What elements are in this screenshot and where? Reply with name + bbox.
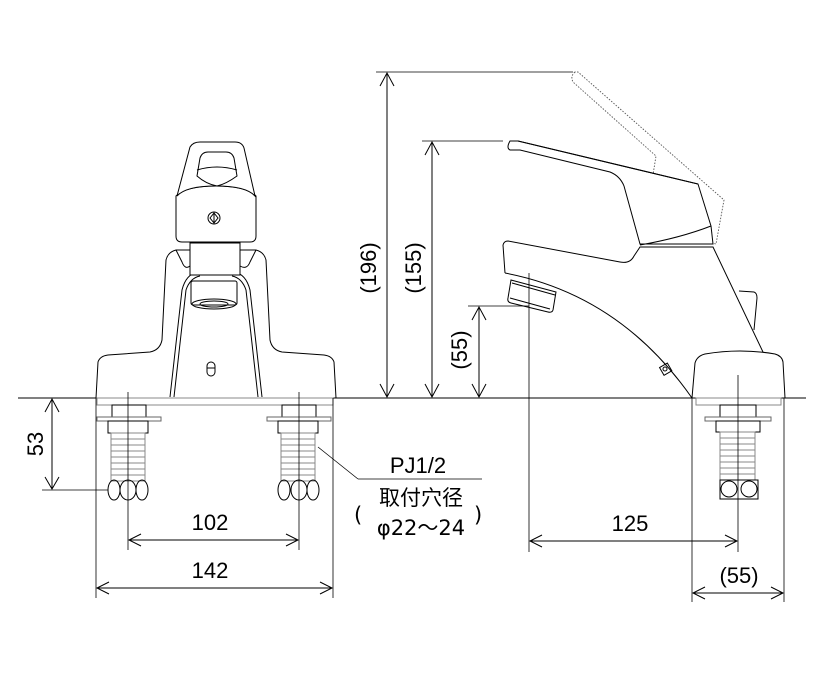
side-base [691,350,786,399]
callout-hole-size: φ22～24 [377,516,465,540]
side-body-marker [658,362,673,377]
front-lever-handle [176,141,256,198]
front-neck-inner-left [173,275,201,398]
front-aerator-outlet [191,298,237,310]
side-lever-raised-outline [571,71,725,245]
dim-55-vertical: (55) [447,305,529,399]
dim-55-horizontal: (55) [691,563,785,600]
thread-callout: PJ1/2 ( 取付穴径 φ22～24 ) [317,446,482,540]
front-neck-collar [189,242,241,276]
side-spout-body [502,240,764,353]
side-spout-front [502,244,506,274]
side-body-marker-dot [662,366,668,372]
dim-142: 142 [95,558,334,595]
side-lever-top-edge [517,140,699,185]
dim-125: 125 [528,511,739,548]
side-aerator [507,279,557,313]
front-lever-grip-line [196,166,238,171]
dim-lever-raised-height-label: (196) [356,242,381,293]
dim-196: (196) [356,71,573,399]
front-collar-wing-left [175,249,191,268]
front-aerator-outlet-inner [199,300,229,308]
front-aerator [190,280,238,306]
callout-thread-label: PJ1/2 [390,453,446,478]
dim-102: 102 [127,510,300,547]
front-neck-inner-right2 [233,271,263,398]
front-neck-inner-right [231,275,259,398]
dim-hole-pitch-label: 102 [192,510,229,535]
front-view: 53 102 142 PJ1/2 ( 取付穴径 φ22～24 ) [23,141,482,598]
front-neck-inner-left2 [169,271,199,398]
side-lever-base-curve [639,225,712,246]
dim-155: (155) [401,140,503,399]
callout-hole-label: 取付穴径 [379,486,463,510]
dim-lever-height-label: (155) [401,242,426,293]
side-back-knob [738,290,758,331]
front-body-slot [206,361,216,377]
front-lever-housing [175,185,257,243]
dim-base-width-label: 142 [192,558,229,583]
callout-paren-open: ( [354,503,362,527]
front-collar-wing-right [239,249,257,268]
dim-mount-depth-label: 53 [23,432,48,456]
side-lever [507,140,714,245]
side-spout-underside [504,272,693,399]
side-aerator-band [509,282,556,310]
dim-spout-height-label: (55) [447,330,472,369]
left-mounting-shank [96,404,162,501]
front-temperature-indicator-glyph [209,212,219,224]
dim-base-depth-label: (55) [719,563,758,588]
dim-53: 53 [23,397,108,491]
front-lever-grip-window [196,151,238,187]
side-view: (196) (155) (55) 125 (55) [356,71,786,602]
side-base-plate [695,397,782,406]
dim-spout-reach-label: 125 [612,511,649,536]
front-base-plate [96,397,334,406]
callout-paren-close: ) [474,503,482,527]
